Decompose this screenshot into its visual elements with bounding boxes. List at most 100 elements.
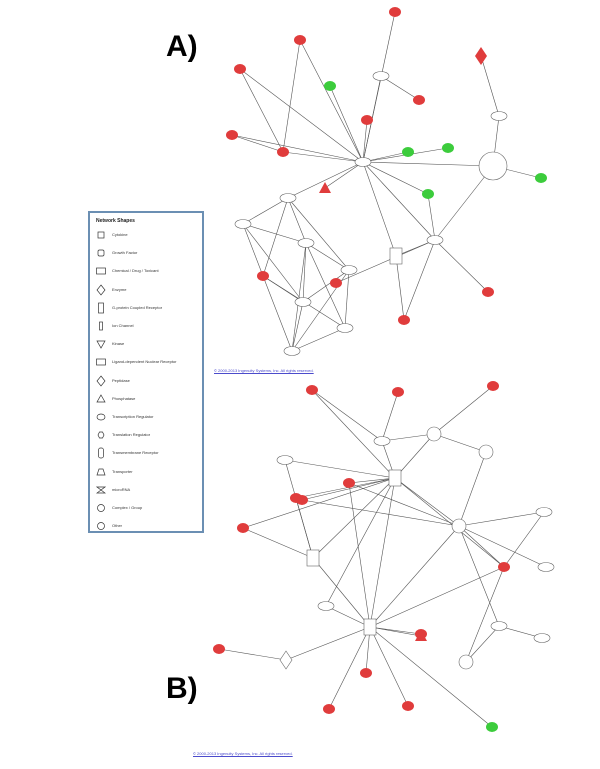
- panel-b-label: B): [166, 672, 198, 705]
- network-edge: [242, 197, 289, 225]
- network-edge: [348, 482, 460, 527]
- network-node: [330, 278, 342, 288]
- network-node: [306, 549, 320, 567]
- network-edge: [291, 301, 304, 352]
- legend-item-label: Complex / Group: [112, 505, 143, 510]
- legend-item-label: Transmembrane Receptor: [112, 450, 159, 456]
- network-edge: [394, 433, 435, 479]
- network-edge: [301, 477, 396, 501]
- network-node: [490, 621, 508, 631]
- legend-item-label: Transporter: [112, 468, 133, 474]
- network-node: [402, 147, 414, 157]
- network-edge: [343, 269, 350, 329]
- legend-shape-icon: [96, 268, 106, 275]
- network-edge: [231, 134, 284, 153]
- network-node: [213, 644, 225, 654]
- network-edge: [427, 193, 437, 241]
- network-edge: [361, 119, 368, 163]
- copyright-link-a[interactable]: © 2000-2013 Ingenuity Systems, Inc. All …: [214, 368, 314, 373]
- legend-shape-icon: [97, 231, 105, 239]
- legend-item-label: Translation Regulator: [112, 432, 151, 438]
- legend-item: Kinase: [96, 338, 200, 350]
- network-node: [372, 71, 390, 81]
- network-node: [226, 130, 238, 140]
- network-edge: [242, 223, 307, 244]
- legend-item: Other: [96, 520, 200, 532]
- legend-shape-icon: [96, 284, 106, 296]
- network-edge: [362, 161, 397, 257]
- network-edge: [458, 525, 500, 627]
- network-edge: [328, 626, 371, 710]
- network-node: [478, 444, 494, 460]
- network-edge: [403, 239, 436, 321]
- network-node: [361, 115, 373, 125]
- legend-shape-icon: [98, 302, 104, 314]
- legend-item: Growth Factor: [96, 247, 200, 259]
- panel-a-label: A): [166, 30, 198, 63]
- network-node: [319, 182, 331, 193]
- legend-item: Transmembrane Receptor: [96, 447, 200, 459]
- network-edge: [285, 626, 371, 661]
- legend-item: Transcription Regulator: [96, 411, 200, 423]
- network-edge: [295, 477, 396, 499]
- network-node: [451, 518, 467, 534]
- legend-shape-icon: [98, 448, 104, 459]
- legend-item-label: Other: [112, 523, 123, 529]
- legend-item: Enzyme: [96, 284, 200, 296]
- network-node: [279, 193, 297, 203]
- network-edge: [369, 566, 505, 628]
- legend-item-label: microRNA: [112, 486, 131, 492]
- network-a-edges: [231, 11, 542, 352]
- network-node: [306, 385, 318, 395]
- network-edge: [239, 68, 364, 163]
- network-edge: [231, 134, 364, 163]
- network-node: [373, 436, 391, 446]
- legend-shape-icon: [96, 413, 106, 421]
- network-edge: [335, 239, 436, 284]
- legend-item: Transporter: [96, 466, 200, 478]
- network-edge: [465, 566, 505, 663]
- legend-item: microRNA: [96, 484, 200, 496]
- network-node: [234, 64, 246, 74]
- network-edge: [394, 477, 460, 527]
- legend-item-label: Growth Factor: [112, 250, 138, 256]
- legend-item: Complex / Group: [96, 502, 200, 514]
- network-edge: [242, 527, 314, 559]
- network-node: [297, 238, 315, 248]
- network-edge: [369, 625, 422, 635]
- network-node: [415, 630, 427, 641]
- network-node: [402, 701, 414, 711]
- legend-shape-icon: [97, 522, 105, 531]
- network-node: [413, 95, 425, 105]
- network-edge: [458, 510, 545, 527]
- network-edge: [305, 242, 346, 329]
- network-edge: [301, 242, 307, 303]
- network-edge: [381, 391, 399, 442]
- network-node: [323, 704, 335, 714]
- network-edge: [312, 557, 371, 628]
- network-node: [498, 562, 510, 572]
- network-node: [340, 265, 358, 275]
- network-node: [276, 455, 294, 465]
- network-edge: [348, 476, 396, 484]
- network-edge: [218, 648, 287, 662]
- network-edge: [242, 223, 264, 277]
- network-edge: [433, 433, 487, 453]
- network-node: [360, 668, 372, 678]
- copyright-link-b[interactable]: © 2000-2013 Ingenuity Systems, Inc. All …: [193, 751, 293, 756]
- network-edge: [282, 151, 364, 164]
- network-node: [535, 507, 553, 517]
- network-node: [324, 81, 336, 91]
- network-edge: [394, 255, 405, 321]
- network-edge: [329, 85, 364, 163]
- network-edge: [287, 197, 350, 271]
- network-node: [317, 601, 335, 611]
- network-edge: [305, 242, 350, 271]
- network-edge: [458, 525, 505, 568]
- network-edge: [348, 482, 372, 628]
- network-node: [475, 47, 487, 65]
- network-edge: [262, 275, 293, 352]
- legend-item-label: Ion Channel: [112, 323, 134, 328]
- network-edge: [295, 497, 314, 559]
